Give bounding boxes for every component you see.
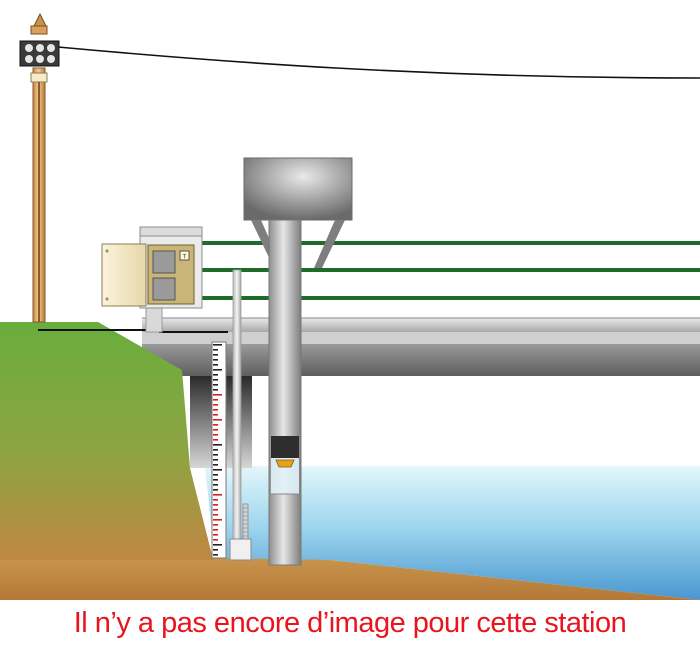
staff-gauge-tick <box>213 404 218 406</box>
utility-pole <box>30 12 48 323</box>
staff-gauge-tick <box>213 449 218 451</box>
staff-gauge-tick <box>213 489 218 491</box>
staff-gauge-tick <box>213 524 218 526</box>
staff-gauge-tick <box>213 349 218 351</box>
water-tower <box>243 157 353 566</box>
equipment-cabinet: T <box>101 226 203 309</box>
staff-gauge-tick <box>213 514 218 516</box>
threaded-rod <box>242 503 249 541</box>
staff-gauge-tick <box>213 549 218 551</box>
svg-text:T: T <box>183 255 187 261</box>
staff-gauge-tick <box>213 364 218 366</box>
staff-gauge-tick <box>213 444 222 446</box>
staff-gauge-tick <box>213 429 218 431</box>
staff-gauge-tick <box>213 479 218 481</box>
staff-gauge-tick <box>213 384 218 386</box>
staff-gauge-tick <box>213 409 218 411</box>
staff-gauge-tick <box>213 469 222 471</box>
overhead-cable <box>57 46 700 79</box>
stilling-pipe <box>232 269 242 541</box>
staff-gauge-tick <box>213 389 218 391</box>
staff-gauge <box>211 341 227 559</box>
staff-gauge-tick <box>213 344 222 346</box>
staff-gauge-tick <box>213 529 218 531</box>
staff-gauge-tick <box>213 499 218 501</box>
staff-gauge-tick <box>213 539 218 541</box>
staff-gauge-tick <box>213 399 218 401</box>
staff-gauge-tick <box>213 474 218 476</box>
river-bed <box>0 558 700 600</box>
staff-gauge-tick <box>213 394 222 396</box>
staff-gauge-tick <box>213 419 222 421</box>
staff-gauge-tick <box>213 379 218 381</box>
staff-gauge-tick <box>213 504 218 506</box>
staff-gauge-tick <box>213 354 218 356</box>
river-water <box>205 466 700 600</box>
staff-gauge-tick <box>213 519 222 521</box>
staff-gauge-tick <box>213 439 218 441</box>
staff-gauge-tick <box>213 459 218 461</box>
staff-gauge-tick <box>213 544 222 546</box>
staff-gauge-tick <box>213 454 218 456</box>
staff-gauge-tick <box>213 374 218 376</box>
cabinet-post <box>145 305 163 333</box>
staff-gauge-tick <box>213 509 218 511</box>
staff-gauge-tick <box>213 484 218 486</box>
pole-antenna-head <box>19 40 60 67</box>
caption-text: Il n’y a pas encore d’image pour cette s… <box>74 607 627 639</box>
staff-gauge-tick <box>213 534 218 536</box>
base-block <box>229 538 252 561</box>
float-sensor <box>275 459 295 468</box>
staff-gauge-tick <box>213 359 218 361</box>
river-bank <box>0 322 215 560</box>
staff-gauge-tick <box>213 494 222 496</box>
staff-gauge-tick <box>213 414 218 416</box>
staff-gauge-tick <box>213 554 218 556</box>
staff-gauge-tick <box>213 434 218 436</box>
staff-gauge-tick <box>213 424 218 426</box>
staff-gauge-tick <box>213 369 222 371</box>
staff-gauge-tick <box>213 464 218 466</box>
